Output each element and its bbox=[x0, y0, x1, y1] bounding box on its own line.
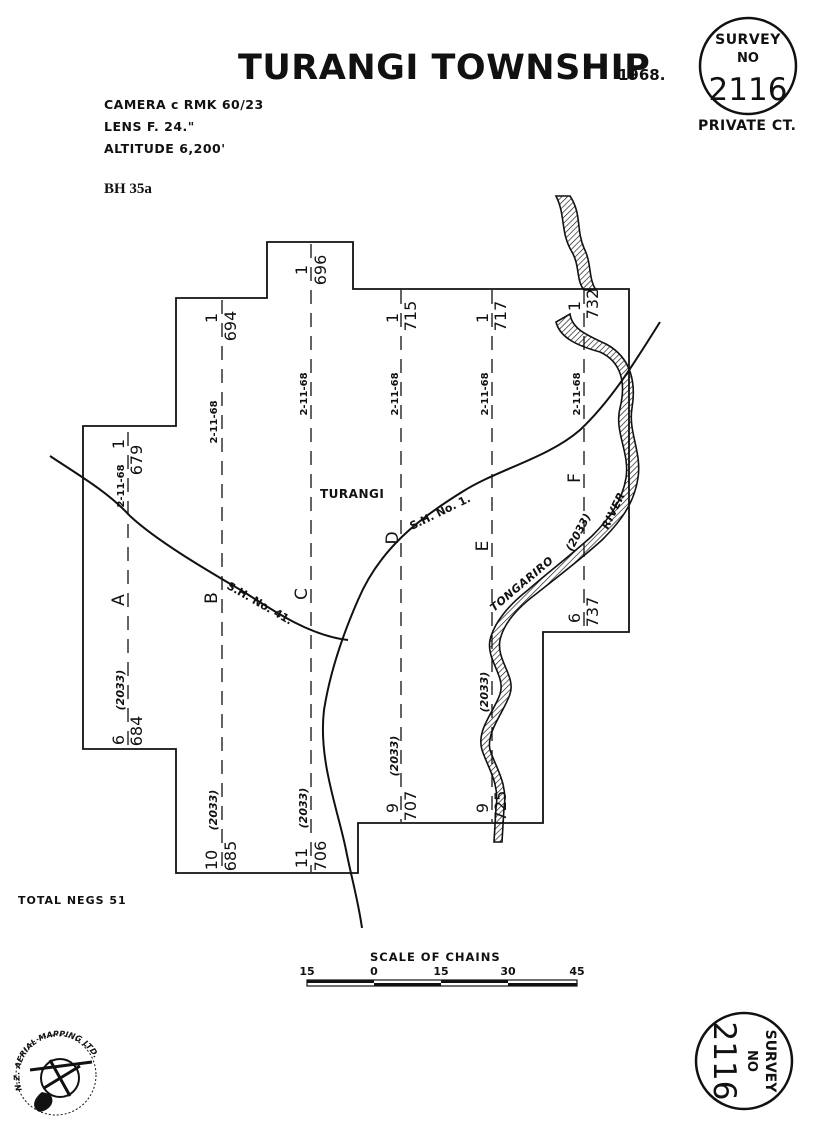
map-title: TURANGI TOWNSHIP bbox=[238, 48, 651, 88]
scale-bar-segment bbox=[307, 980, 374, 983]
survey-stamp-bottom: SURVEY NO 2116 bbox=[694, 1011, 794, 1111]
stamp-survey-word: SURVEY bbox=[762, 1030, 778, 1094]
line-letter: C bbox=[292, 588, 312, 600]
scale-bar-segment bbox=[374, 983, 441, 986]
line-top-count: 1 bbox=[383, 313, 402, 323]
logo-outer-ring bbox=[15, 1034, 97, 1116]
stamp-no-word: NO bbox=[737, 51, 759, 66]
line-top-neg: 694 bbox=[221, 311, 240, 342]
scale-tick: 0 bbox=[370, 965, 378, 978]
survey-stamp-top: SURVEY NO 2116 bbox=[698, 16, 798, 116]
stamp-no-word: NO bbox=[744, 1050, 759, 1072]
line-letter: D bbox=[383, 531, 403, 544]
line-date: 2-11-68 bbox=[299, 372, 310, 415]
line-date: 2-11-68 bbox=[209, 400, 220, 443]
stamp-survey-word: SURVEY bbox=[715, 32, 781, 48]
scale-tick: 45 bbox=[569, 965, 584, 978]
sh1-label: S.H. No. 1. bbox=[408, 492, 473, 533]
private-ct-label: PRIVATE CT. bbox=[698, 118, 797, 134]
line-bottom-count: 9 bbox=[473, 803, 492, 813]
line-bottom-neg: 684 bbox=[127, 716, 146, 747]
line-letter: B bbox=[202, 592, 222, 604]
survey-year: 1968. bbox=[618, 66, 666, 84]
line-letter: F bbox=[565, 473, 585, 483]
nz-aerial-mapping-logo: N.Z. AERIAL MAPPING LTD. bbox=[12, 1029, 101, 1116]
line-top-count: 1 bbox=[473, 313, 492, 323]
flight-line-b-labels: B 2-11-68 (2033) 1 694 10 685 bbox=[202, 311, 240, 872]
line-top-neg: 717 bbox=[491, 301, 510, 332]
line-top-neg: 696 bbox=[311, 255, 330, 286]
line-top-neg: 732 bbox=[583, 289, 602, 320]
line-run: (2033) bbox=[388, 736, 401, 777]
line-bottom-count: 11 bbox=[292, 848, 311, 868]
scale-tick: 15 bbox=[433, 965, 448, 978]
logo-nz-map-icon bbox=[34, 1092, 53, 1112]
line-letter: A bbox=[109, 594, 129, 606]
line-top-count: 1 bbox=[565, 301, 584, 311]
line-top-neg: 715 bbox=[401, 301, 420, 332]
coverage-boundary bbox=[82, 241, 630, 874]
river-upper-strip bbox=[554, 195, 598, 291]
line-bottom-neg: 725 bbox=[491, 791, 510, 822]
flight-line-e-labels: E 2-11-68 (2033) 1 717 9 725 bbox=[473, 301, 510, 822]
stamp-circle bbox=[698, 16, 798, 116]
logo-aircraft-icon bbox=[29, 1059, 93, 1097]
scale-tick: 30 bbox=[500, 965, 516, 978]
line-date: 2-11-68 bbox=[480, 372, 491, 415]
line-letter: E bbox=[473, 541, 493, 552]
camera-line: CAMERA c RMK 60/23 bbox=[104, 97, 264, 112]
line-bottom-count: 10 bbox=[202, 850, 221, 870]
flight-line-f-labels: F 2-11-68 1 732 6 737 bbox=[565, 289, 602, 628]
flight-line-c-labels: C 2-11-68 (2033) 1 696 11 706 bbox=[292, 255, 330, 872]
line-date: 2-11-68 bbox=[116, 464, 127, 507]
stamp-number: 2116 bbox=[709, 72, 788, 108]
turangi-label: TURANGI bbox=[320, 487, 384, 501]
line-run: (2033) bbox=[114, 670, 127, 711]
scale-title: SCALE OF CHAINS bbox=[370, 950, 501, 964]
line-bottom-neg: 707 bbox=[401, 791, 420, 822]
line-bottom-count: 9 bbox=[383, 803, 402, 813]
line-bottom-neg: 685 bbox=[221, 841, 240, 872]
flight-line-d-labels: D 2-11-68 (2033) 1 715 9 707 bbox=[383, 301, 420, 822]
line-top-count: 1 bbox=[292, 265, 311, 275]
line-bottom-count: 6 bbox=[109, 735, 128, 745]
line-top-count: 1 bbox=[202, 313, 221, 323]
stamp-number: 2116 bbox=[706, 1022, 742, 1101]
scale-bar: 15 0 15 30 45 bbox=[299, 965, 585, 987]
camera-info-block: CAMERA c RMK 60/23 LENS F. 24." ALTITUDE… bbox=[104, 94, 264, 160]
line-date: 2-11-68 bbox=[572, 372, 583, 415]
state-highway-1 bbox=[321, 321, 661, 929]
line-run: (2033) bbox=[478, 672, 491, 713]
logo-text: N.Z. AERIAL MAPPING LTD. bbox=[12, 1029, 100, 1092]
sh41-label: S.H. No. 41. bbox=[225, 579, 295, 627]
logo-globe-icon bbox=[40, 1058, 80, 1098]
scale-tick: 15 bbox=[299, 965, 314, 978]
line-run: (2033) bbox=[297, 788, 310, 829]
flight-line-a-labels: A 2-11-68 (2033) 1 679 6 684 bbox=[109, 439, 146, 746]
scale-bar-segment bbox=[508, 983, 577, 986]
line-bottom-count: 6 bbox=[565, 613, 584, 623]
line-top-count: 1 bbox=[109, 439, 128, 449]
line-bottom-neg: 737 bbox=[583, 597, 602, 628]
sheet-reference: BH 35a bbox=[104, 181, 152, 197]
tongariro-river bbox=[480, 312, 640, 843]
line-top-neg: 679 bbox=[127, 445, 146, 476]
line-date: 2-11-68 bbox=[390, 372, 401, 415]
line-bottom-neg: 706 bbox=[311, 841, 330, 872]
scale-bar-segment bbox=[441, 980, 508, 983]
total-negatives: TOTAL NEGS 51 bbox=[18, 894, 127, 907]
line-run: (2033) bbox=[207, 790, 220, 831]
altitude-line: ALTITUDE 6,200' bbox=[104, 141, 226, 156]
lens-line: LENS F. 24." bbox=[104, 119, 195, 134]
stamp-circle bbox=[694, 1011, 794, 1111]
state-highway-41 bbox=[49, 455, 349, 641]
flight-lines bbox=[127, 244, 585, 872]
